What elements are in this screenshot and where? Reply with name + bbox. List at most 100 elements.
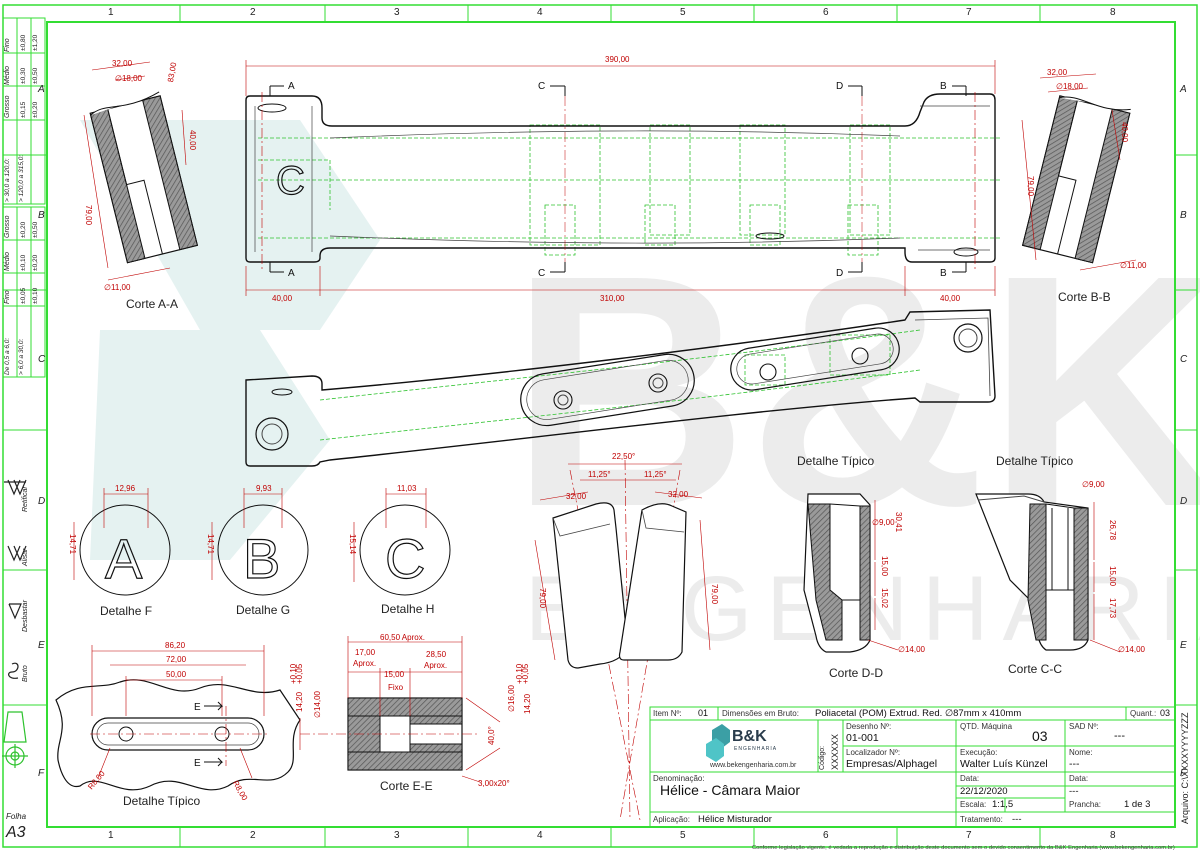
sheet-frame (2, 4, 1198, 848)
dim-ee-a2-note: Aprox. (424, 661, 447, 670)
column-label-8-bottom: 8 (1110, 830, 1116, 841)
legal-notice: Conforme legislação vigente, é vedada a … (752, 845, 1175, 851)
tb-qtd-maquina-value: 03 (1032, 728, 1048, 744)
column-label-2-bottom: 2 (250, 830, 256, 841)
tol-top-range-2: > 120,0 a 315,0: (18, 154, 25, 202)
view-label-detalhe-tipico-2: Detalhe Típico (996, 454, 1074, 468)
dim-cc-h2: 15,00 (1108, 566, 1117, 587)
tol-bottom-range-2: > 6,0 a 30,0: (18, 338, 25, 375)
detail-h-letter: C (385, 527, 425, 590)
dim-bb-depth: 40,00 (1120, 122, 1129, 143)
dim-cc-bore: ∅9,00 (1082, 480, 1105, 489)
tol-top-grosso-1: ±0,80 (20, 34, 27, 51)
dim-ee-fixo-note: Fixo (388, 683, 404, 692)
main-dimensions (245, 60, 996, 296)
column-label-3-bottom: 3 (394, 830, 400, 841)
dim-slot-r2: R8,00 (231, 779, 250, 802)
tol-bottom-header-medio: Médio (4, 251, 11, 271)
tb-desenho-label: Desenho Nº: (846, 722, 892, 731)
section-marker-d-bottom: D (836, 268, 843, 279)
tb-tratamento-label: Tratamento: (960, 815, 1003, 824)
tb-nome1-label: Nome: (1069, 748, 1093, 757)
dim-overall: 390,00 (605, 55, 630, 64)
row-label-b: B (38, 210, 45, 221)
dim-slot-height-tol-lower: +0,05 (295, 663, 304, 684)
dim-middle: 310,00 (600, 294, 625, 303)
row-label-a: A (38, 84, 45, 95)
section-marker-a-bottom: A (288, 268, 295, 279)
tb-website: www.bekengenharia.com.br (710, 762, 797, 769)
tol-bottom-fino-2: ±0,10 (32, 287, 39, 304)
dim-cc-h3: 17,73 (1108, 598, 1117, 619)
row-label-c: C (38, 354, 46, 365)
detail-f-letter: A (105, 527, 143, 590)
dim-slot-total: 86,20 (165, 641, 186, 650)
company-logo-icon (706, 724, 730, 762)
dim-slot-mid: 72,00 (166, 655, 187, 664)
tb-sad-value: --- (1114, 730, 1125, 742)
dim-blade-width-2: 32,00 (668, 490, 689, 499)
dim-angle-half-2: 11,25° (644, 470, 667, 479)
row-label-c-right: C (1180, 354, 1188, 365)
dim-blade-width-1: 32,00 (566, 492, 587, 501)
dim-ee-a1-note: Aprox. (353, 659, 376, 668)
column-label-7-bottom: 7 (966, 830, 972, 841)
roughing-finish-icon (8, 603, 22, 620)
row-label-d-right: D (1180, 496, 1188, 507)
section-marker-a-top: A (288, 81, 295, 92)
column-label-5-bottom: 5 (680, 830, 686, 841)
dim-blade-length-1: 79,00 (538, 588, 547, 609)
raw-finish-icon (8, 662, 19, 679)
section-marker-e-bottom: E (194, 758, 201, 769)
view-label-detalhe-tipico-1: Detalhe Típico (797, 454, 875, 468)
dim-dd-h3: 15,02 (880, 588, 889, 609)
dim-bb-width: 32,00 (1047, 68, 1068, 77)
view-label-corte-ee: Corte E-E (380, 779, 433, 793)
dim-slot-height-tol-upper: +0,10 (289, 663, 298, 684)
grinding-finish-icon (4, 479, 27, 496)
dim-ee-height: 14,20 (523, 693, 532, 714)
tb-item-value: 01 (698, 708, 709, 718)
dim-ee-chamfer: 3,00x20° (478, 779, 510, 788)
tol-top-fino-1: ±0,15 (20, 101, 27, 118)
tb-execucao-value: Walter Luís Künzel (960, 758, 1048, 770)
tb-item-label: Item Nº: (653, 709, 682, 718)
dim-cc-h1: 26,78 (1108, 520, 1117, 541)
finish-label-bruto: Bruto (22, 665, 29, 682)
column-label-4-bottom: 4 (537, 830, 543, 841)
tb-aplicacao-label: Aplicação: (653, 815, 690, 824)
section-aa-drawing (83, 61, 199, 281)
tb-desenho-value: 01-001 (846, 732, 879, 744)
column-label-1: 1 (108, 7, 114, 18)
tb-localizador-value: Empresas/Alphagel (846, 758, 938, 770)
dim-aa-length: 79,00 (84, 205, 93, 226)
column-label-6-bottom: 6 (823, 830, 829, 841)
finish-label-alisar: Alisar (22, 548, 29, 566)
tb-data1-value: 22/12/2020 (960, 786, 1008, 797)
file-path: Arquivo: C:\XXXXYYYYZZZ (1180, 712, 1190, 824)
title-block-grid (649, 706, 1176, 828)
engraved-letter-c: C (276, 159, 305, 203)
tb-escala-label: Escala: (960, 800, 987, 809)
dim-blade-length-2: 79,00 (710, 584, 719, 605)
isometric-view (245, 309, 996, 467)
row-label-a-right: A (1180, 84, 1187, 95)
dim-ee-height-tol-upper: +0,10 (515, 663, 524, 684)
section-lines (269, 85, 967, 273)
dim-g-width: 9,93 (256, 484, 272, 493)
detail-g-letter: B (243, 527, 280, 590)
tb-raw-dims-value: Poliacetal (POM) Extrud. Red. ∅87mm x 41… (815, 708, 1022, 719)
view-label-detalhe-h: Detalhe H (381, 602, 435, 616)
tol-top-grosso-2: ±1,20 (32, 34, 39, 51)
tb-quant-value: 03 (1160, 708, 1171, 718)
view-label-detalhe-g: Detalhe G (236, 603, 291, 617)
dim-angle-total: 22,50° (612, 452, 635, 461)
dim-cc-bore2: ∅14,00 (1118, 645, 1146, 654)
tb-nome1-value: --- (1069, 758, 1080, 770)
tol-bottom-grosso-1: ±0,20 (20, 221, 27, 238)
tol-bottom-medio-1: ±0,10 (20, 254, 27, 271)
tb-denominacao-label: Denominação: (653, 774, 705, 783)
dim-aa-small-bore: ∅11,00 (104, 283, 131, 292)
view-label-corte-bb: Corte B-B (1058, 290, 1111, 304)
